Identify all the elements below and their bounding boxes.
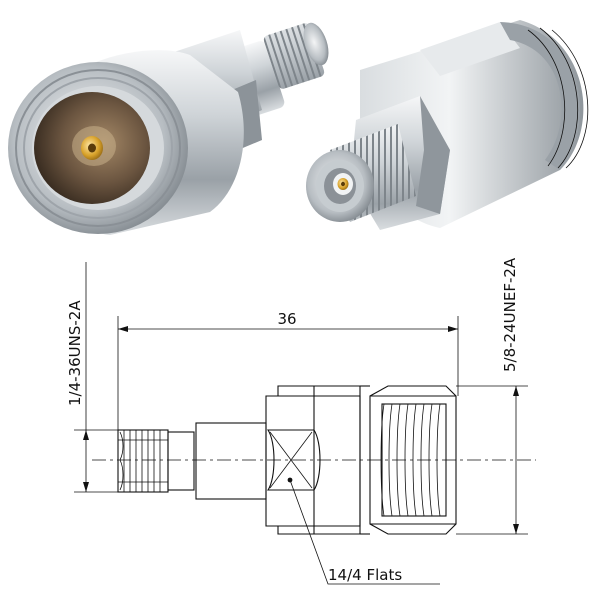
left-thread-dimension: 1/4-36UNS-2A (66, 262, 118, 493)
length-dimension: 36 (117, 310, 459, 430)
length-label: 36 (277, 310, 296, 328)
right-sma-barrel (306, 124, 416, 222)
adapter-left (8, 22, 329, 236)
left-thread-label: 1/4-36UNS-2A (66, 300, 84, 406)
right-thread-label: 5/8-24UNEF-2A (501, 257, 519, 372)
left-main-body (8, 50, 244, 236)
right-thread-dimension: 5/8-24UNEF-2A (456, 257, 528, 535)
flats-label: 14/4 Flats (328, 566, 402, 584)
adapter-right (306, 20, 589, 230)
hex-section (265, 385, 370, 535)
n-thread-body (369, 385, 457, 535)
flats-callout: 14/4 Flats (287, 477, 440, 585)
sma-thread-section (117, 429, 195, 493)
technical-drawing: 36 1/4-36UNS-2A 5/8-24UNEF-2A 14/4 Flats (66, 257, 536, 585)
neck-section (195, 422, 267, 500)
